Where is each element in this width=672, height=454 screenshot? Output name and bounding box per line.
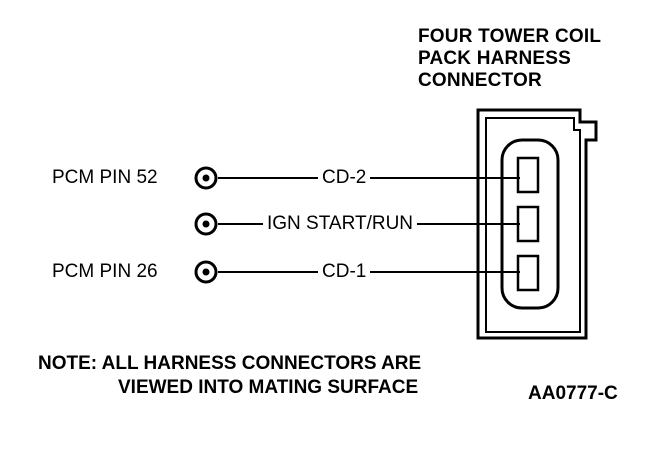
connector-outer-outline [476,108,598,340]
connector-inner-outline [485,117,581,333]
pin-label-52: PCM PIN 52 [52,167,158,188]
terminal-cd1 [516,254,540,292]
figure-id: AA0777-C [528,383,618,404]
terminal-cd2 [516,156,540,194]
terminal-ign [516,205,540,243]
title-line-1: FOUR TOWER COIL [418,26,602,47]
title-line-3: CONNECTOR [418,70,542,91]
terminal-circle-icon-2 [194,212,218,236]
terminal-circle-icon-1 [194,166,218,190]
note-line-1: NOTE: ALL HARNESS CONNECTORS ARE [38,353,422,374]
wire-label-cd2: CD-2 [318,168,371,188]
note-line-2: VIEWED INTO MATING SURFACE [118,377,419,398]
connector-title: FOUR TOWER COIL PACK HARNESS CONNECTOR [418,26,658,92]
terminal-circle-icon-3 [194,260,218,284]
title-line-2: PACK HARNESS [418,48,572,69]
pin-label-26: PCM PIN 26 [52,261,158,282]
note-text: NOTE: ALL HARNESS CONNECTORS ARE VIEWED … [38,352,421,400]
wire-label-cd1: CD-1 [318,262,371,282]
wire-label-ign: IGN START/RUN [263,214,418,234]
